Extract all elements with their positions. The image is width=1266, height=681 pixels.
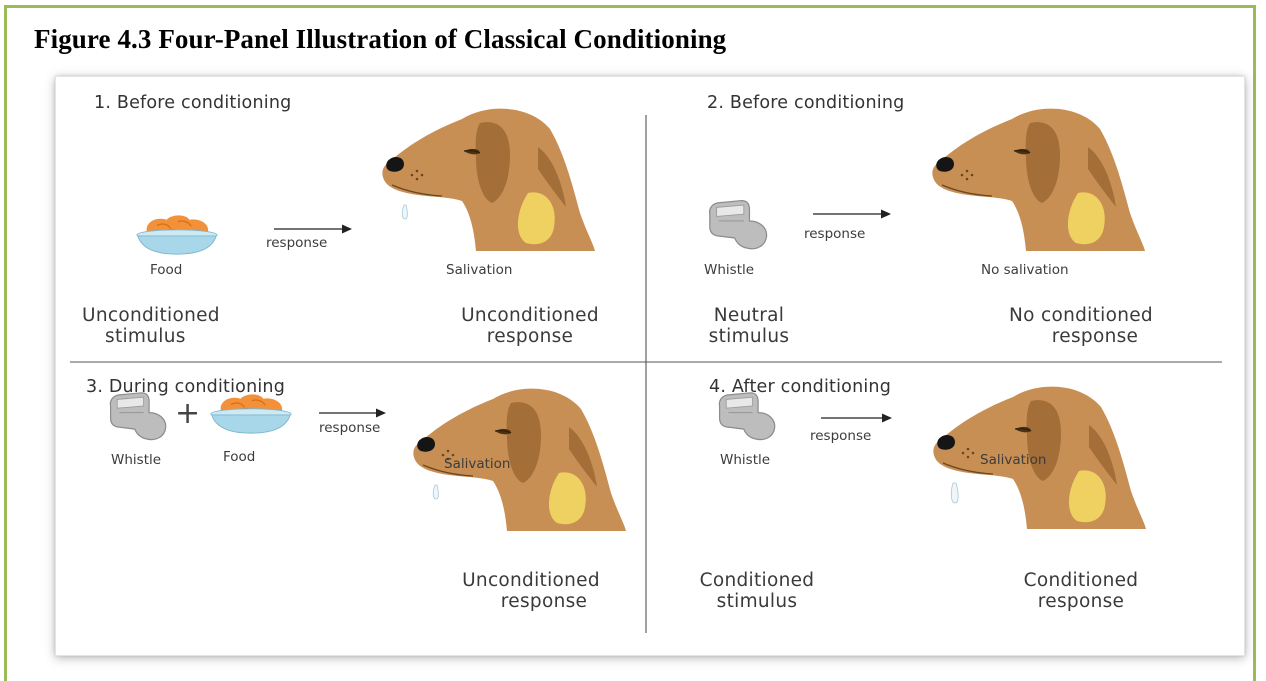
drool-icon bbox=[402, 205, 407, 219]
panel-1-stimulus-label: Food bbox=[150, 262, 182, 278]
panel-4-title: 4. After conditioning bbox=[709, 377, 891, 397]
food-bowl-icon bbox=[137, 215, 217, 254]
whistle-icon bbox=[110, 393, 165, 440]
drool-icon bbox=[433, 485, 438, 499]
panel-3-food-label: Food bbox=[223, 449, 255, 465]
panel-3-arrow-label: response bbox=[319, 420, 380, 436]
panel-2-title: 2. Before conditioning bbox=[707, 93, 904, 113]
panel-2-arrow-label: response bbox=[804, 226, 865, 242]
whistle-icon bbox=[710, 201, 767, 249]
panel-4-response-label: Salivation bbox=[980, 452, 1046, 468]
panel-3-whistle-label: Whistle bbox=[111, 452, 161, 468]
panel-1-title: 1. Before conditioning bbox=[94, 93, 291, 113]
panel-4-arrow-label: response bbox=[810, 428, 871, 444]
panel-4-stimulus-label: Whistle bbox=[720, 452, 770, 468]
panel-2-response-type: No conditioned response bbox=[986, 305, 1176, 347]
drool-icon bbox=[951, 483, 958, 503]
panel-4-response-type: Conditioned response bbox=[1001, 570, 1161, 612]
panel-1-stimulus-type: Unconditioned stimulus bbox=[82, 305, 232, 347]
diagram-graphics bbox=[56, 77, 1244, 655]
figure-title: Figure 4.3 Four-Panel Illustration of Cl… bbox=[34, 24, 726, 55]
diagram-card: 1. Before conditioning Food response Sal… bbox=[55, 76, 1245, 656]
dog-no-salivation-icon bbox=[932, 109, 1145, 251]
whistle-icon bbox=[719, 393, 774, 440]
panel-2-stimulus-type: Neutral stimulus bbox=[674, 305, 824, 347]
panel-3-response-label: Salivation bbox=[444, 456, 510, 472]
panel-2-response-label: No salivation bbox=[981, 262, 1069, 278]
panel-1-response-label: Salivation bbox=[446, 262, 512, 278]
panel-3-title: 3. During conditioning bbox=[86, 377, 285, 397]
panel-2-stimulus-label: Whistle bbox=[704, 262, 754, 278]
plus-sign: + bbox=[175, 396, 200, 431]
panel-3-response-type: Unconditioned response bbox=[442, 570, 620, 612]
panel-1-response-type: Unconditioned response bbox=[444, 305, 616, 347]
panel-1-arrow-label: response bbox=[266, 235, 327, 251]
food-bowl-icon bbox=[211, 394, 291, 433]
panel-4-stimulus-type: Conditioned stimulus bbox=[670, 570, 844, 612]
dog-salivating-icon bbox=[382, 109, 595, 251]
